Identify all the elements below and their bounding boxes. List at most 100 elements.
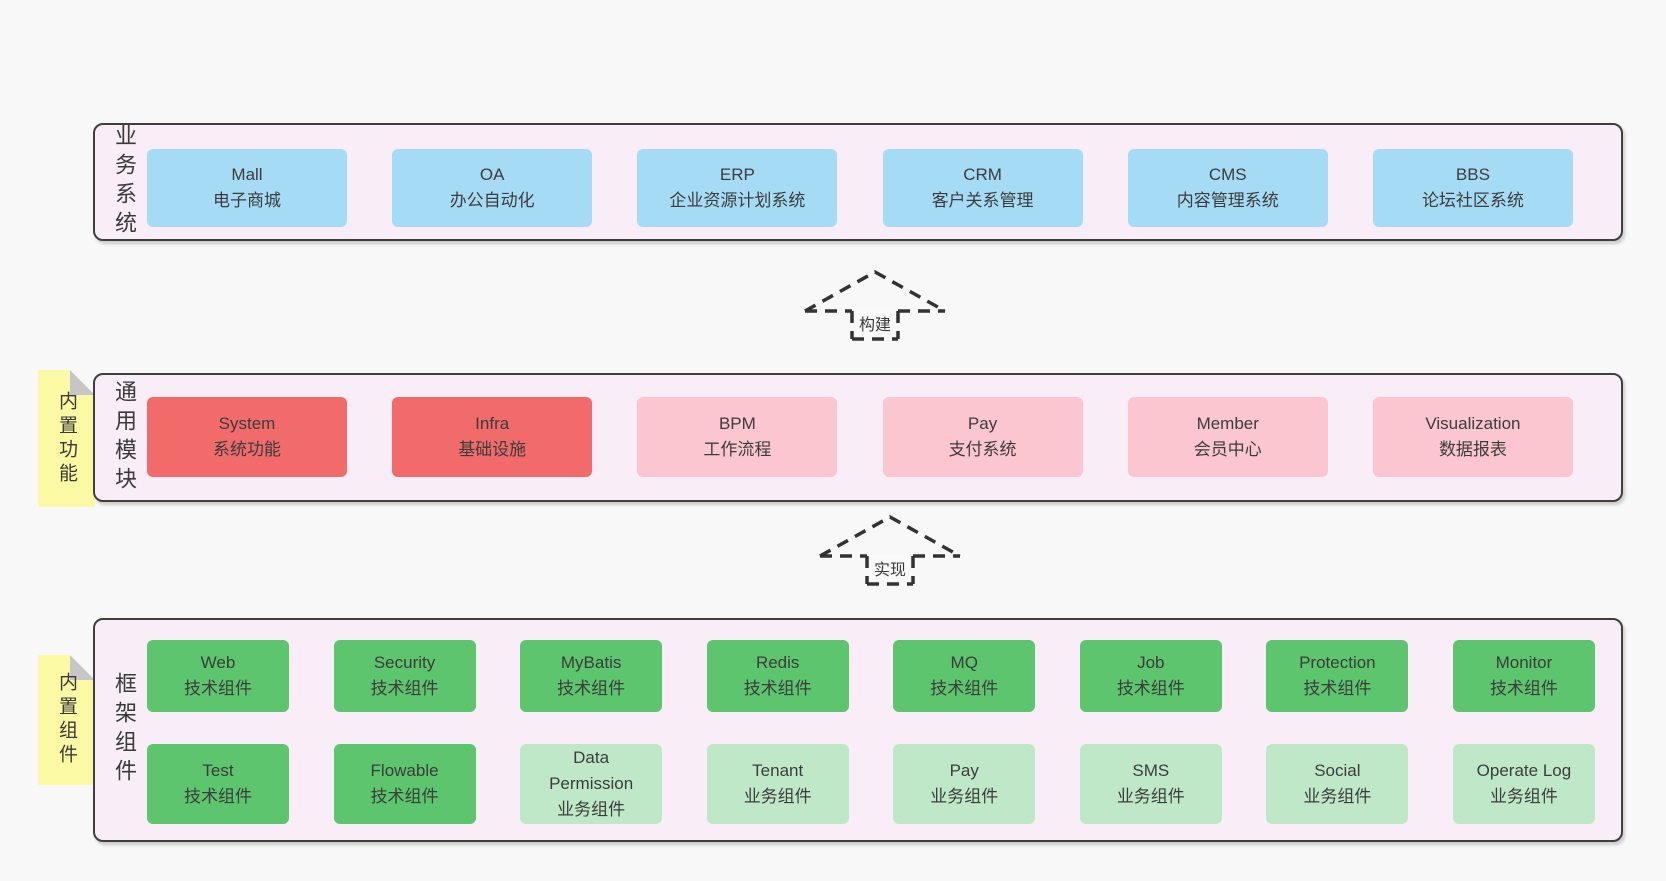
box-title: Redis bbox=[755, 653, 800, 672]
box-title: BPM bbox=[718, 414, 756, 433]
box-sms: SMS 业务组件 bbox=[1079, 744, 1222, 824]
box-title: OA bbox=[479, 165, 505, 184]
box-title: CMS bbox=[1208, 165, 1247, 184]
box-title: Protection bbox=[1299, 653, 1376, 672]
dashed-up-arrow-icon bbox=[804, 269, 946, 341]
panel-side-label-modules: 通用模块 bbox=[112, 379, 137, 496]
panel-side-label-framework: 框架组件 bbox=[112, 672, 137, 788]
box-subtitle: 基础设施 bbox=[458, 440, 527, 459]
box-subtitle: 内容管理系统 bbox=[1176, 191, 1279, 210]
box-title: Web bbox=[200, 653, 236, 672]
box-bpm: BPM 工作流程 bbox=[637, 397, 838, 477]
box-title: Operate Log bbox=[1476, 761, 1572, 780]
box-subtitle: 业务组件 bbox=[743, 787, 812, 806]
box-job: Job 技术组件 bbox=[1079, 640, 1222, 712]
box-mq: MQ 技术组件 bbox=[893, 640, 1036, 712]
box-mybatis: MyBatis 技术组件 bbox=[520, 640, 663, 712]
box-data-permission: Data Permission 业务组件 bbox=[520, 744, 663, 824]
box-title: Flowable bbox=[370, 761, 439, 780]
box-subtitle: 业务组件 bbox=[1116, 787, 1185, 806]
box-title: ERP bbox=[719, 165, 755, 184]
box-subtitle: 技术组件 bbox=[184, 679, 252, 698]
box-crm: CRM 客户关系管理 bbox=[882, 149, 1083, 227]
box-subtitle: 系统功能 bbox=[213, 440, 281, 459]
box-title: Security bbox=[373, 653, 436, 672]
sticky-note-built-in-components: 内置组件 bbox=[38, 655, 95, 785]
box-pay-biz: Pay 业务组件 bbox=[893, 744, 1036, 824]
box-title: Mall bbox=[231, 165, 263, 184]
box-social: Social 业务组件 bbox=[1266, 744, 1409, 824]
box-subtitle: 技术组件 bbox=[184, 787, 252, 806]
box-tenant: Tenant 业务组件 bbox=[706, 744, 849, 824]
box-title: MQ bbox=[950, 653, 978, 672]
arrow-label-implement: 实现 bbox=[870, 555, 910, 581]
box-title: BBS bbox=[1455, 165, 1490, 184]
box-title: CRM bbox=[963, 165, 1002, 184]
box-title: Infra bbox=[475, 414, 510, 433]
modules-box-row: System 系统功能 Infra 基础设施 BPM 工作流程 Pay 支付系统… bbox=[147, 397, 1573, 477]
box-title: MyBatis bbox=[560, 653, 622, 672]
panel-business-systems: 业务系统 Mall 电子商城 OA 办公自动化 ERP 企业资源计划系统 CRM… bbox=[93, 123, 1623, 241]
box-title: Data Permission bbox=[549, 748, 634, 793]
box-subtitle: 支付系统 bbox=[948, 440, 1017, 459]
box-title: SMS bbox=[1132, 761, 1170, 780]
box-title: Pay bbox=[949, 761, 979, 780]
box-security: Security 技术组件 bbox=[333, 640, 476, 712]
panel-framework-components: 框架组件 Web 技术组件 Security 技术组件 MyBatis 技术组件… bbox=[93, 618, 1623, 842]
box-redis: Redis 技术组件 bbox=[706, 640, 849, 712]
box-subtitle: 业务组件 bbox=[557, 800, 626, 819]
box-test: Test 技术组件 bbox=[147, 744, 289, 824]
box-subtitle: 技术组件 bbox=[930, 679, 999, 698]
business-box-row: Mall 电子商城 OA 办公自动化 ERP 企业资源计划系统 CRM 客户关系… bbox=[147, 149, 1573, 227]
box-mall: Mall 电子商城 bbox=[147, 149, 347, 227]
box-subtitle: 技术组件 bbox=[557, 679, 626, 698]
box-visualization: Visualization 数据报表 bbox=[1372, 397, 1573, 477]
box-title: Tenant bbox=[752, 761, 804, 780]
box-subtitle: 企业资源计划系统 bbox=[669, 191, 806, 210]
box-subtitle: 技术组件 bbox=[370, 679, 439, 698]
box-system: System 系统功能 bbox=[147, 397, 347, 477]
box-subtitle: 业务组件 bbox=[1489, 787, 1558, 806]
box-operate-log: Operate Log 业务组件 bbox=[1452, 744, 1595, 824]
dashed-up-arrow-icon bbox=[819, 514, 961, 586]
box-title: System bbox=[218, 414, 276, 433]
framework-box-row-1: Web 技术组件 Security 技术组件 MyBatis 技术组件 Redi… bbox=[147, 640, 1595, 712]
box-cms: CMS 内容管理系统 bbox=[1127, 149, 1328, 227]
box-infra: Infra 基础设施 bbox=[392, 397, 593, 477]
box-title: Visualization bbox=[1425, 414, 1521, 433]
box-protection: Protection 技术组件 bbox=[1266, 640, 1409, 712]
box-oa: OA 办公自动化 bbox=[392, 149, 593, 227]
box-title: Job bbox=[1137, 653, 1165, 672]
box-subtitle: 技术组件 bbox=[743, 679, 812, 698]
box-subtitle: 技术组件 bbox=[370, 787, 439, 806]
box-subtitle: 工作流程 bbox=[703, 440, 772, 459]
panel-side-label-business: 业务系统 bbox=[112, 124, 137, 240]
box-subtitle: 论坛社区系统 bbox=[1421, 191, 1524, 210]
sticky-note-built-in-features: 内置功能 bbox=[38, 370, 95, 507]
box-subtitle: 会员中心 bbox=[1193, 440, 1262, 459]
box-pay: Pay 支付系统 bbox=[882, 397, 1083, 477]
sticky-note-label: 内置功能 bbox=[56, 390, 77, 487]
arrow-build: 构建 bbox=[800, 266, 950, 344]
box-subtitle: 技术组件 bbox=[1303, 679, 1372, 698]
box-subtitle: 客户关系管理 bbox=[931, 191, 1034, 210]
box-title: Test bbox=[202, 761, 234, 780]
box-subtitle: 电子商城 bbox=[213, 191, 281, 210]
box-subtitle: 业务组件 bbox=[1303, 787, 1372, 806]
box-subtitle: 技术组件 bbox=[1116, 679, 1185, 698]
box-subtitle: 数据报表 bbox=[1438, 440, 1507, 459]
box-title: Member bbox=[1196, 414, 1259, 433]
panel-common-modules: 通用模块 System 系统功能 Infra 基础设施 BPM 工作流程 Pay… bbox=[93, 373, 1623, 502]
arrow-label-build: 构建 bbox=[855, 310, 895, 336]
box-flowable: Flowable 技术组件 bbox=[333, 744, 476, 824]
box-subtitle: 技术组件 bbox=[1489, 679, 1558, 698]
box-erp: ERP 企业资源计划系统 bbox=[637, 149, 838, 227]
box-web: Web 技术组件 bbox=[147, 640, 289, 712]
box-bbs: BBS 论坛社区系统 bbox=[1372, 149, 1573, 227]
box-monitor: Monitor 技术组件 bbox=[1452, 640, 1595, 712]
box-subtitle: 业务组件 bbox=[930, 787, 999, 806]
box-title: Social bbox=[1314, 761, 1361, 780]
box-subtitle: 办公自动化 bbox=[449, 191, 535, 210]
box-title: Pay bbox=[967, 414, 998, 433]
